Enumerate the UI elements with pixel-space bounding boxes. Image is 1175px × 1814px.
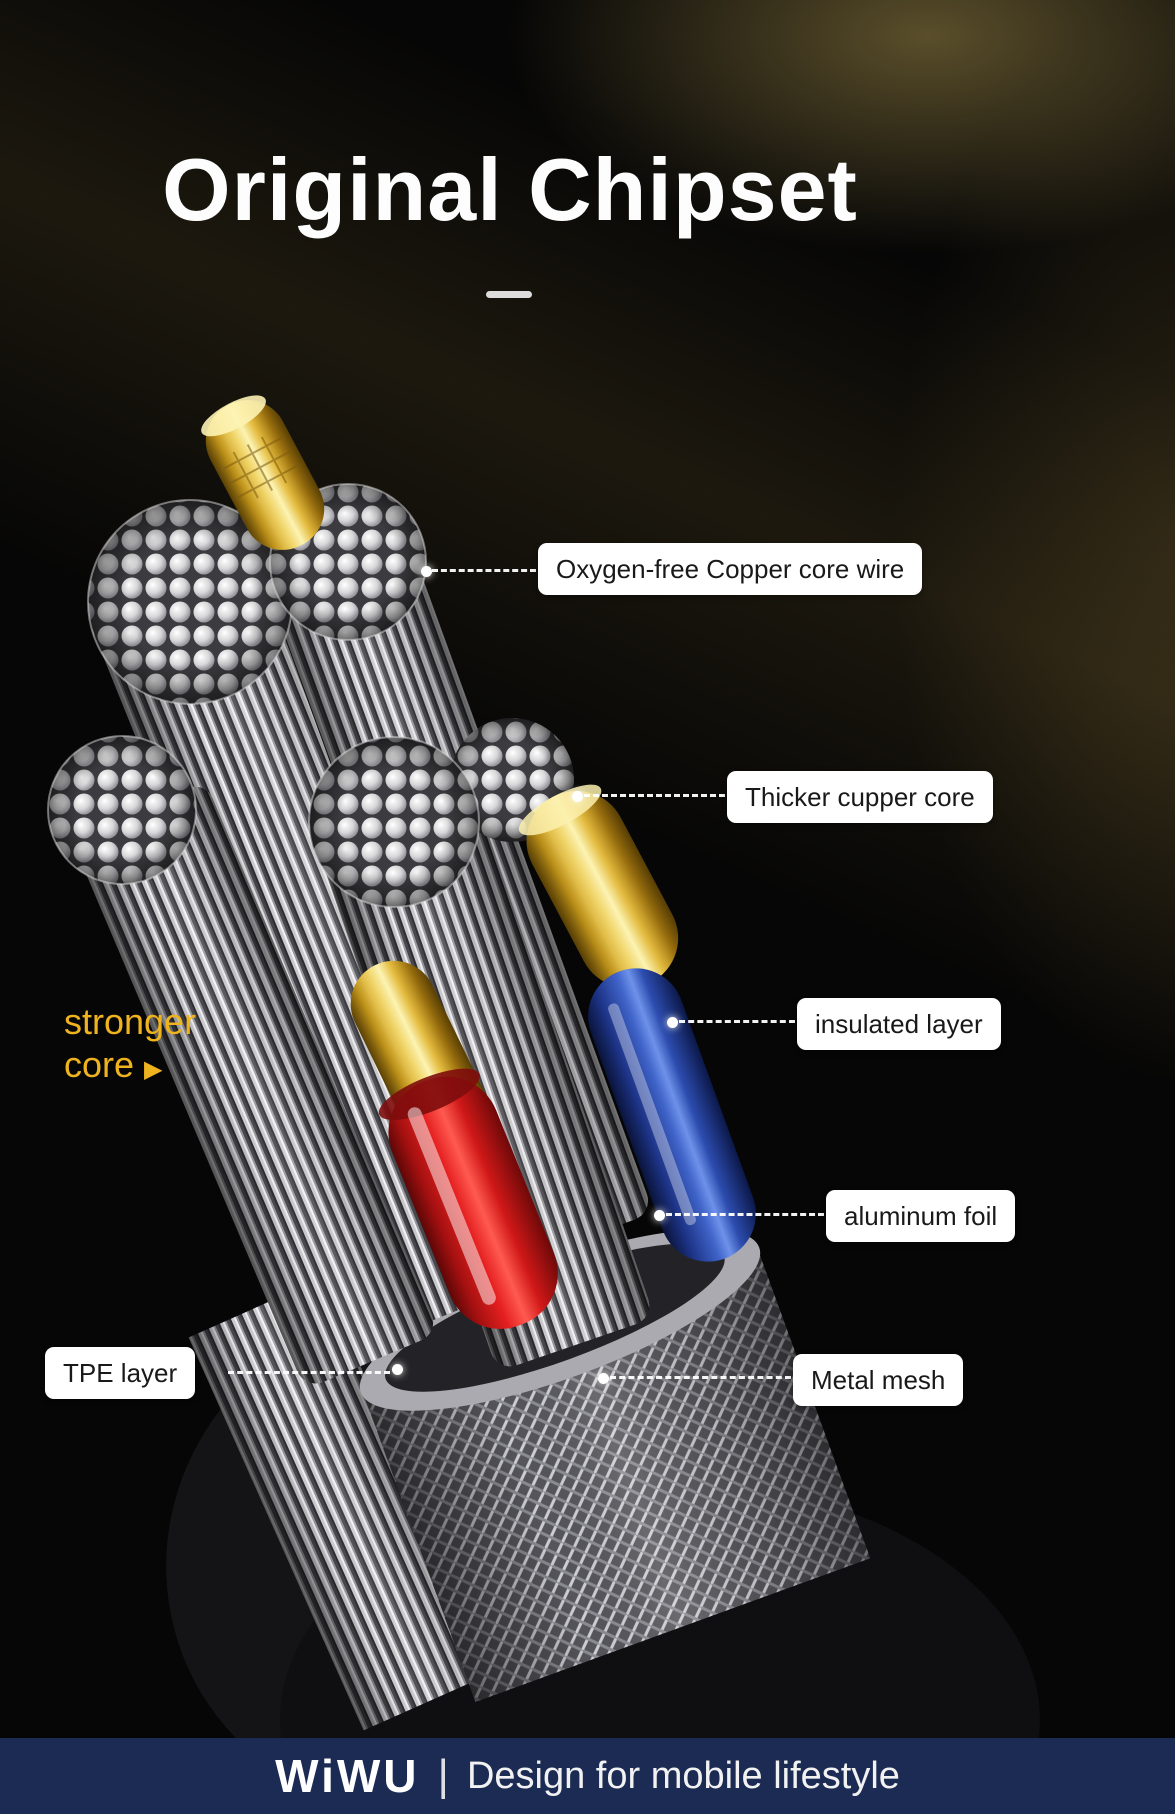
callout-dot [667,1017,678,1028]
callout-connector-line [610,1376,791,1379]
callout-connector-line [432,569,536,572]
callout-dot [392,1364,403,1375]
callout-connector-line [666,1213,824,1216]
brand-logo-text: WiWU [275,1750,420,1802]
callout-dot [598,1373,609,1384]
title-divider [486,291,532,298]
footer-brand-bar: WiWU | Design for mobile lifestyle [0,1738,1175,1814]
right-arrow-icon: ▶ [144,1056,163,1084]
stronger-core-label: stronger core ▶ [64,1000,196,1086]
footer-separator: | [437,1751,449,1800]
callout-label-insulated-layer: insulated layer [797,998,1001,1050]
stronger-core-line1: stronger [64,1001,197,1042]
callout-connector-line [679,1020,795,1023]
strand-cylinder-3 [76,786,434,1384]
callout-label-metal-mesh: Metal mesh [793,1354,964,1406]
gold-connector-pin [201,395,325,550]
callout-dot [654,1210,665,1221]
callout-label-oxygen-free-copper-core-wire: Oxygen-free Copper core wire [538,543,923,595]
stronger-core-line2: core [64,1044,135,1086]
insulated-core-red [378,1068,558,1329]
wire-bundle-ends [47,483,480,908]
strand-cylinder-4 [320,793,650,1367]
callout-connector-line [228,1371,390,1374]
page-title: Original Chipset [162,140,858,239]
callout-label-thicker-cupper-core: Thicker cupper core [727,771,993,823]
callout-connector-line [584,794,725,797]
insulated-core-blue [588,968,756,1262]
callout-label-aluminum-foil: aluminum foil [826,1190,1016,1242]
loose-strands [188,1278,497,1731]
footer-tagline: Design for mobile lifestyle [466,1754,900,1797]
callout-dot [421,566,432,577]
callout-dot [572,791,583,802]
callout-label-tpe-layer: TPE layer [45,1347,196,1399]
